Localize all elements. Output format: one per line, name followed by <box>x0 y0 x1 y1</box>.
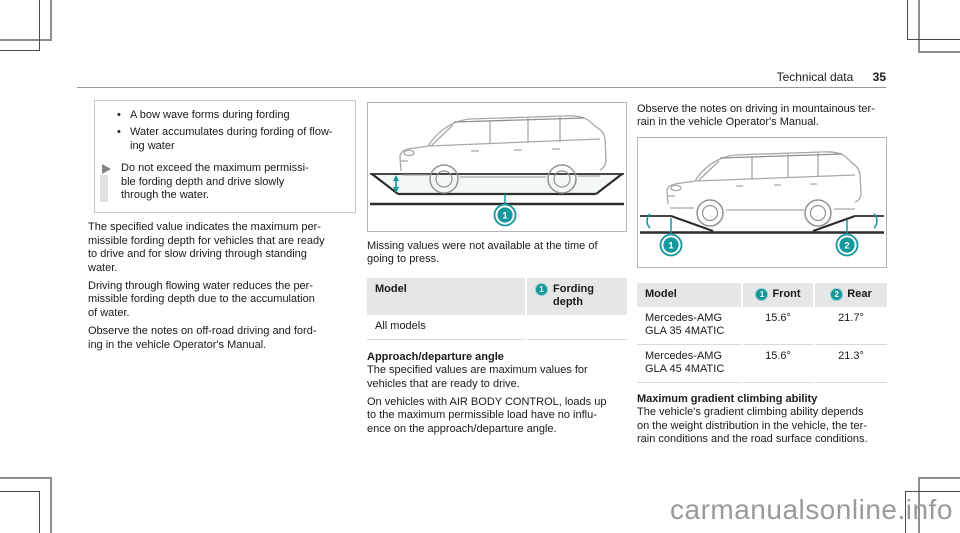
column-header-rear: 2 Rear <box>815 282 887 307</box>
table-row: Mercedes-AMG GLA 45 4MATIC 15.6° 21.3° <box>637 344 887 383</box>
marker-1-badge: 1 <box>535 282 548 296</box>
depth-arrow <box>393 175 399 193</box>
body-paragraph: The vehicle's gradient climbing ability … <box>637 406 868 446</box>
table-header-row: Model 1 Front 2 Rear <box>637 282 887 307</box>
chapter-title: Technical data <box>776 70 854 84</box>
body-paragraph: The specified value indicates the maximu… <box>88 221 325 274</box>
corner-mark-bottom-left-inner <box>0 491 40 533</box>
wheels <box>696 199 832 227</box>
column-header-model: Model <box>637 282 741 307</box>
column-right: Observe the notes on driving in mountain… <box>637 103 887 446</box>
page-number: 35 <box>872 70 886 84</box>
cell-model: Mercedes-AMG GLA 45 4MATIC <box>637 344 741 383</box>
note-bullet-item: • Water accumulates during fording of fl… <box>117 126 347 153</box>
column-header-fording-depth: 1 Fording depth <box>527 277 627 315</box>
header-rule <box>77 87 886 88</box>
table-row: Mercedes-AMG GLA 35 4MATIC 15.6° 21.7° <box>637 306 887 345</box>
table-header-row: Model 1 Fording depth <box>367 277 627 315</box>
missing-values-note: Missing values were not available at the… <box>367 240 598 266</box>
corner-mark-bottom-right-outer <box>918 477 960 533</box>
figure-marker-1: 1 <box>659 217 683 257</box>
body-paragraph: The specified values are maximum values … <box>367 364 588 390</box>
marker-number: 1 <box>502 210 508 221</box>
front-angle-arc <box>646 213 651 229</box>
suv-side-view <box>666 151 862 211</box>
bullet-icon: • <box>117 109 121 121</box>
approach-departure-illustration: 1 2 <box>640 151 884 257</box>
marker-1-badge: 1 <box>755 287 769 301</box>
note-bullet-text: A bow wave forms during fording <box>130 109 290 121</box>
cell-front-angle: 15.6° <box>743 344 813 383</box>
column-header-label: Fording depth <box>553 282 594 308</box>
corner-mark-bottom-right-inner <box>905 491 960 533</box>
running-header: Technical data 35 <box>77 70 886 84</box>
note-action-item: Do not exceed the maximum permissi- ble … <box>99 162 347 203</box>
note-bullet-item: • A bow wave forms during fording <box>117 109 347 122</box>
note-action-text: Do not exceed the maximum permissi- ble … <box>121 162 309 202</box>
mountainous-terrain-note: Observe the notes on driving in mountain… <box>637 103 875 129</box>
corner-mark-bottom-left-outer <box>0 477 52 533</box>
action-gutter-bar <box>100 175 108 203</box>
column-middle: 1 Missing values were not available at t… <box>367 102 627 436</box>
rear-angle-arc <box>873 213 878 229</box>
note-bullet-text: Water accumulates during fording of flow… <box>130 126 333 152</box>
cell-fording-depth <box>527 314 627 340</box>
column-header-model: Model <box>367 277 525 315</box>
approach-departure-table: Model 1 Front 2 Rear Mercedes-AMG GLA 35… <box>637 282 887 383</box>
fording-depth-table: Model 1 Fording depth All models <box>367 277 627 340</box>
column-left: • A bow wave forms during fording • Wate… <box>88 100 359 352</box>
wheels <box>429 164 577 194</box>
approach-departure-figure: 1 2 <box>637 136 887 268</box>
cell-front-angle: 15.6° <box>743 306 813 345</box>
marker-2-badge: 2 <box>830 287 844 301</box>
column-header-front: 1 Front <box>743 282 813 307</box>
section-heading-gradient-climbing: Maximum gradient climbing ability <box>637 392 818 405</box>
action-gutter <box>99 162 113 203</box>
table-row: All models <box>367 314 627 340</box>
figure-marker-2: 2 <box>835 219 859 257</box>
body-paragraph: Observe the notes on off-road driving an… <box>88 325 317 351</box>
column-header-label: Rear <box>847 287 872 300</box>
bullet-icon: • <box>117 126 121 139</box>
figure-marker-1: 1 <box>493 194 517 227</box>
column-header-label: Front <box>772 287 801 300</box>
corner-mark-top-right-inner <box>907 0 960 40</box>
fording-depth-figure: 1 <box>367 102 627 232</box>
suv-side-view <box>399 115 607 178</box>
section-heading-approach-departure: Approach/departure angle <box>367 350 504 363</box>
action-arrow-icon <box>102 164 111 175</box>
corner-mark-top-left-inner <box>0 0 40 51</box>
cell-model: Mercedes-AMG GLA 35 4MATIC <box>637 306 741 345</box>
watermark: carmanualsonline.info <box>670 494 953 525</box>
cell-model: All models <box>367 314 525 340</box>
marker-number: 2 <box>844 240 849 251</box>
fording-depth-illustration: 1 <box>370 115 624 227</box>
corner-mark-top-left-outer <box>0 0 52 41</box>
body-paragraph: On vehicles with AIR BODY CONTROL, loads… <box>367 396 607 435</box>
body-paragraph: Driving through flowing water reduces th… <box>88 280 315 319</box>
cell-rear-angle: 21.7° <box>815 306 887 345</box>
marker-number: 1 <box>668 240 674 251</box>
corner-mark-top-right-outer <box>918 0 960 53</box>
fording-note-box: • A bow wave forms during fording • Wate… <box>94 100 356 214</box>
cell-rear-angle: 21.3° <box>815 344 887 383</box>
